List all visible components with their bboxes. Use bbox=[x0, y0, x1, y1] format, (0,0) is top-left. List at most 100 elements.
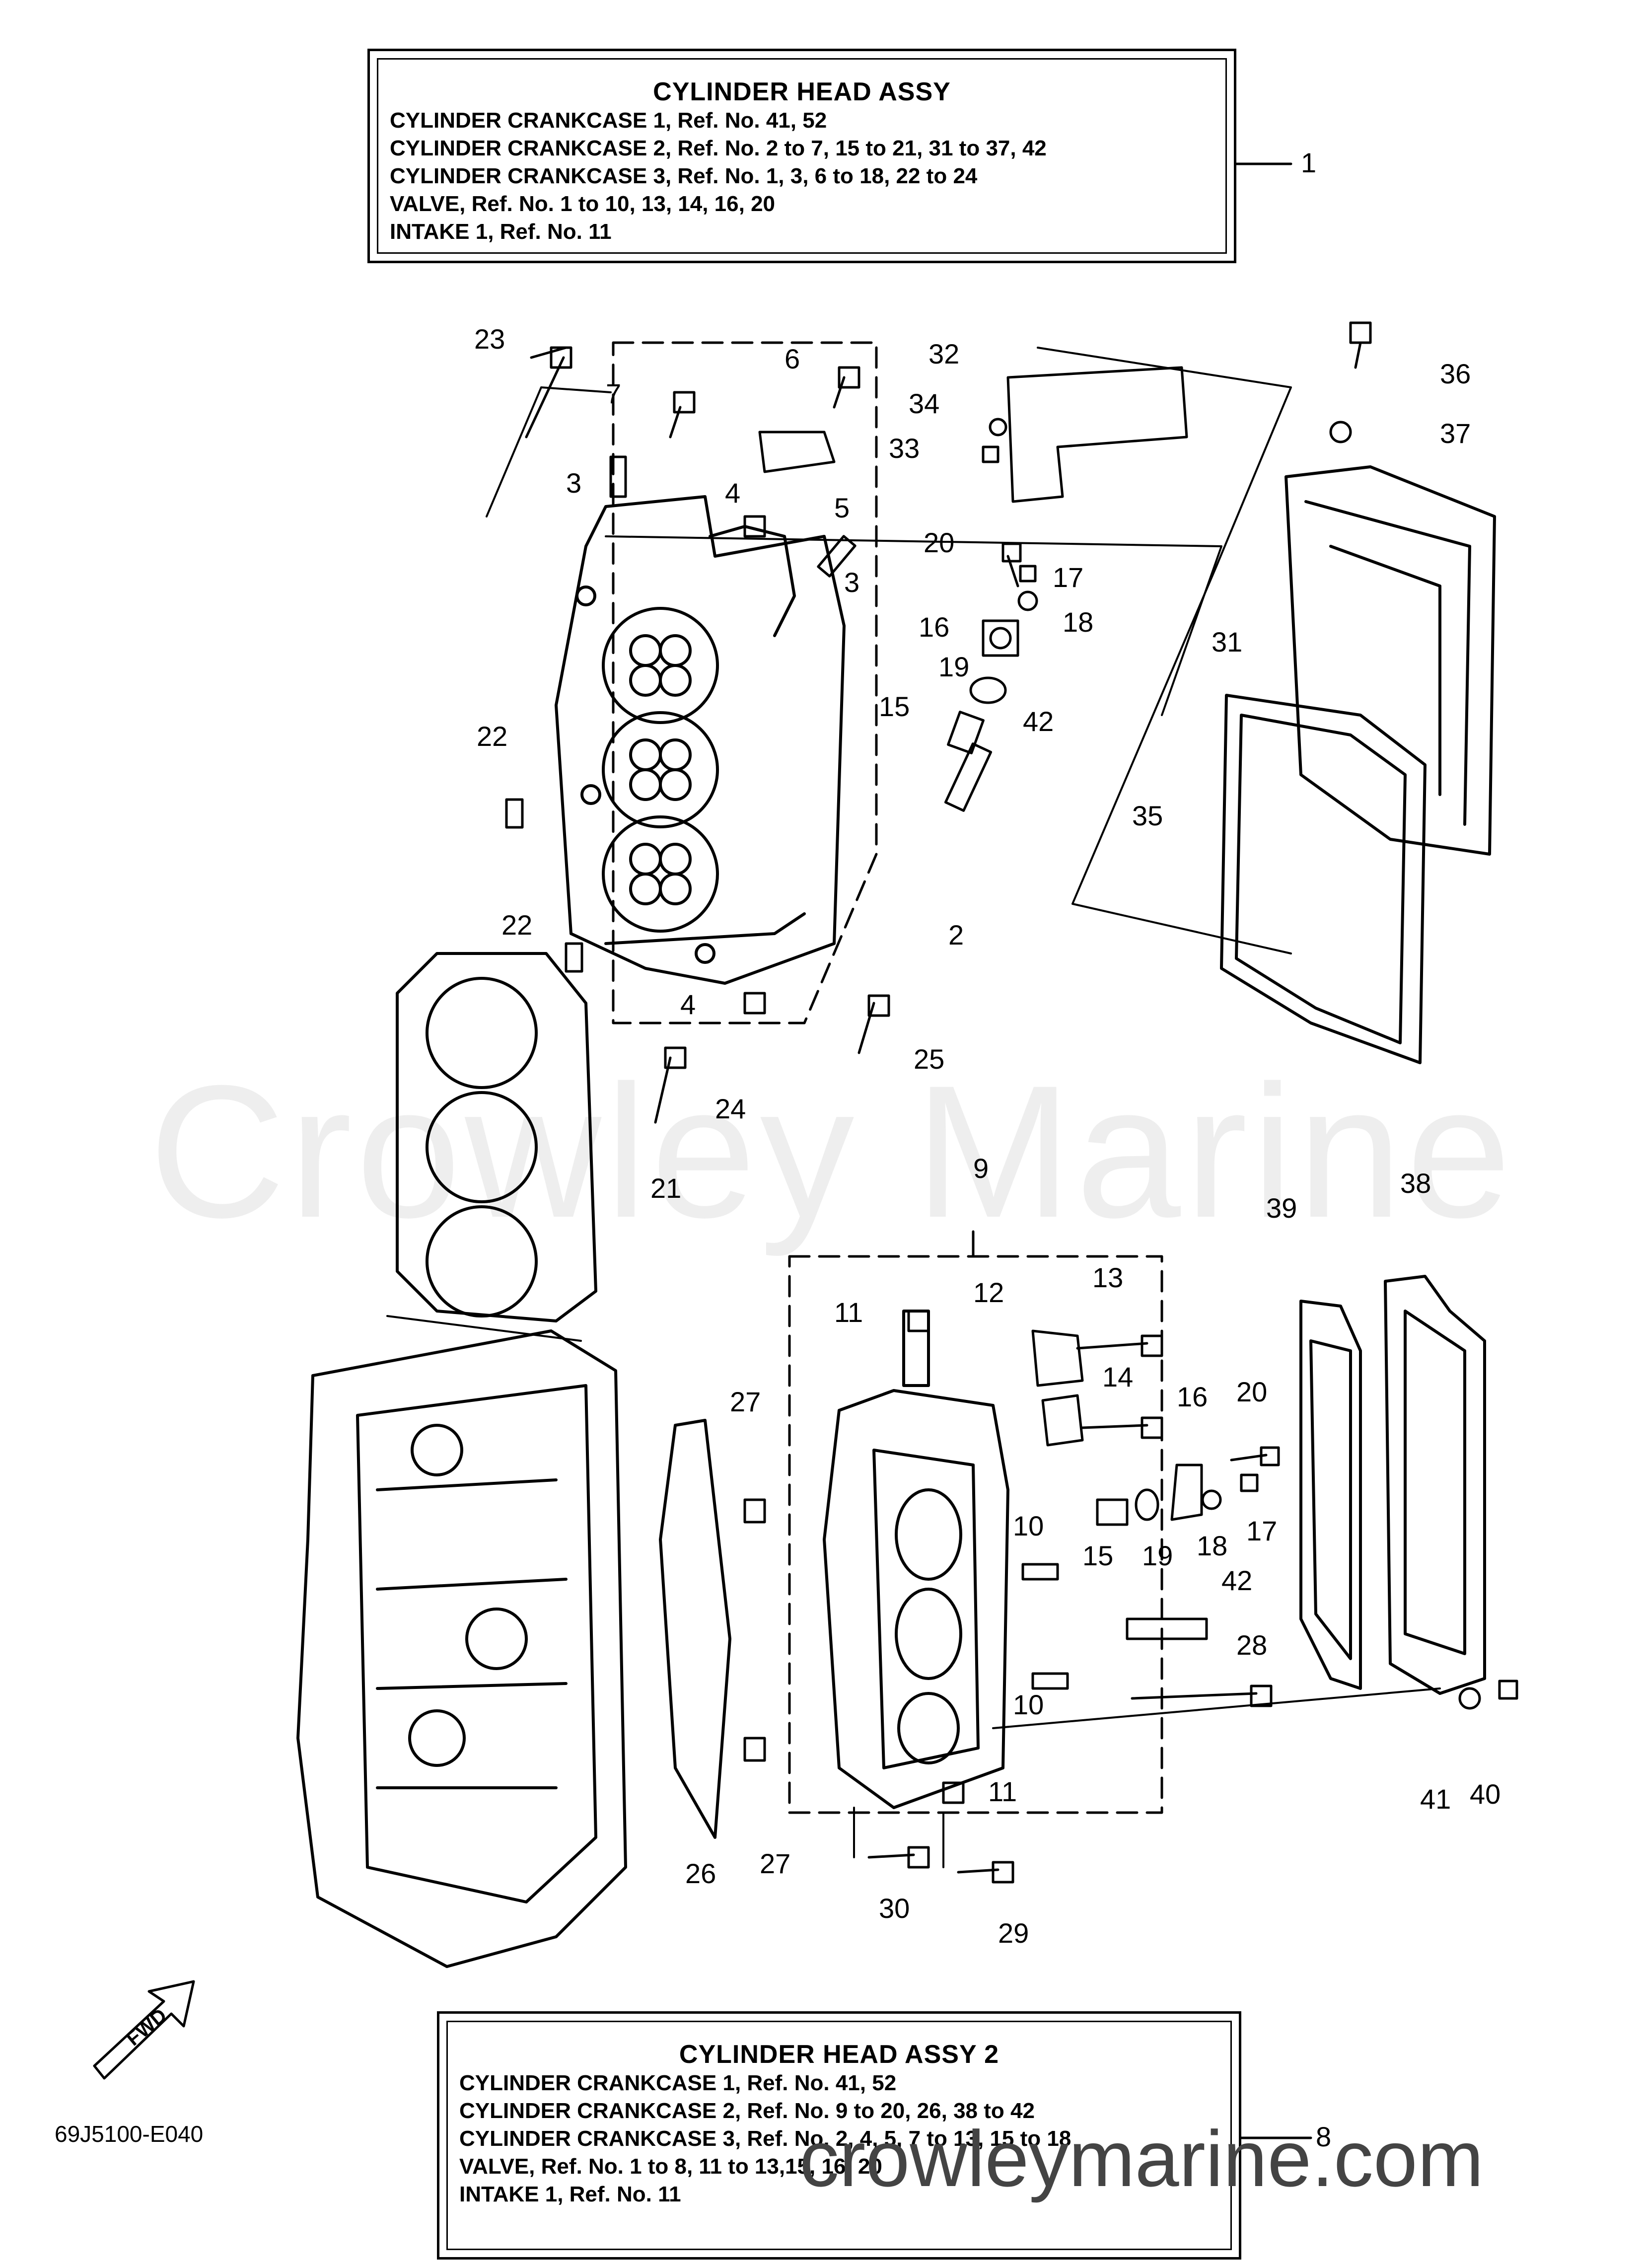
callout-21: 21 bbox=[650, 1172, 682, 1204]
washer-18a bbox=[1017, 590, 1038, 611]
upper-cylinder-head bbox=[555, 495, 846, 985]
dowel-27a bbox=[743, 1498, 766, 1524]
callout-38: 38 bbox=[1400, 1168, 1431, 1199]
callout-27: 27 bbox=[760, 1848, 791, 1879]
callout-28: 28 bbox=[1236, 1629, 1268, 1661]
callout-17: 17 bbox=[1246, 1515, 1278, 1546]
callout-6: 6 bbox=[785, 343, 800, 374]
seal-19a bbox=[969, 676, 1007, 704]
callout-31: 31 bbox=[1212, 626, 1243, 658]
callout-4: 4 bbox=[680, 989, 696, 1020]
callout-32: 32 bbox=[928, 338, 960, 369]
callout-4: 4 bbox=[725, 477, 741, 509]
callout-26: 26 bbox=[685, 1858, 716, 1889]
sensor-16b bbox=[1170, 1463, 1203, 1521]
box-title: CYLINDER HEAD ASSY 2 bbox=[679, 2040, 999, 2069]
bolt-33 bbox=[982, 445, 999, 463]
box-title: CYLINDER HEAD ASSY bbox=[653, 77, 951, 106]
callout-27: 27 bbox=[730, 1386, 761, 1417]
box-line: CYLINDER CRANKCASE 1, Ref. No. 41, 52 bbox=[459, 2071, 897, 2095]
washer-37 bbox=[1329, 421, 1352, 443]
callout-11: 11 bbox=[834, 1297, 863, 1328]
callout-36: 36 bbox=[1440, 358, 1471, 389]
bolt-23 bbox=[525, 346, 572, 439]
callout-16: 16 bbox=[919, 611, 950, 643]
callout-22: 22 bbox=[501, 909, 533, 941]
callout-3: 3 bbox=[566, 467, 582, 499]
bolt-29 bbox=[957, 1861, 1014, 1884]
plug-4b bbox=[743, 992, 766, 1015]
callout-10: 10 bbox=[1013, 1689, 1044, 1720]
callout-5: 5 bbox=[834, 492, 850, 523]
spark-plug-42b bbox=[1126, 1617, 1208, 1640]
cover-31 bbox=[1285, 465, 1496, 856]
bolt-13 bbox=[1076, 1334, 1163, 1357]
group-outline-upper bbox=[612, 341, 878, 1024]
bolt-14 bbox=[1081, 1416, 1163, 1439]
dowel-22a bbox=[505, 798, 524, 829]
bolt-7 bbox=[669, 391, 696, 439]
cam-cap-14 bbox=[1041, 1394, 1084, 1447]
bolt-20b bbox=[1230, 1446, 1280, 1466]
callout-12: 12 bbox=[973, 1277, 1004, 1308]
callout-8: 8 bbox=[1316, 2121, 1332, 2152]
callout-15: 15 bbox=[879, 691, 910, 722]
callout-18: 18 bbox=[1063, 606, 1094, 638]
plug-11a bbox=[907, 1310, 930, 1332]
callout-41: 41 bbox=[1420, 1783, 1451, 1815]
callout-22: 22 bbox=[477, 721, 508, 752]
callout-17: 17 bbox=[1053, 562, 1084, 593]
callout-2: 2 bbox=[948, 919, 964, 951]
callout-40: 40 bbox=[1470, 1778, 1501, 1810]
bolt-25 bbox=[857, 994, 890, 1054]
bolt-24 bbox=[654, 1046, 687, 1124]
sleeve-15a bbox=[947, 711, 985, 754]
bolt-17b bbox=[1240, 1473, 1259, 1492]
callout-23: 23 bbox=[474, 323, 505, 355]
callout-9: 9 bbox=[973, 1153, 989, 1184]
plug-4a bbox=[743, 515, 766, 538]
callout-19: 19 bbox=[938, 651, 970, 682]
dowel-22b bbox=[565, 942, 583, 973]
pin-10b bbox=[1031, 1672, 1069, 1690]
bolt-40 bbox=[1498, 1680, 1518, 1700]
callout-42: 42 bbox=[1221, 1565, 1253, 1596]
callout-10: 10 bbox=[1013, 1510, 1044, 1541]
lower-cylinder-head bbox=[823, 1310, 1009, 1809]
crankcase-block bbox=[296, 1329, 627, 1968]
bolt-28 bbox=[1131, 1684, 1273, 1707]
washer-34 bbox=[989, 418, 1007, 437]
box-line: CYLINDER CRANKCASE 1, Ref. No. 41, 52 bbox=[390, 108, 827, 133]
callout-13: 13 bbox=[1092, 1262, 1124, 1293]
callout-35: 35 bbox=[1132, 800, 1163, 831]
bolt-36 bbox=[1349, 321, 1372, 369]
watermark: Crowley Marine bbox=[149, 1046, 1515, 1257]
box-line: INTAKE 1, Ref. No. 11 bbox=[390, 219, 612, 244]
callout-33: 33 bbox=[889, 433, 920, 464]
gasket-39 bbox=[1299, 1300, 1362, 1690]
cylinder-head-assy-2-box: CYLINDER HEAD ASSY 2 CYLINDER CRANKCASE … bbox=[437, 2011, 1241, 2260]
gasket-35 bbox=[1220, 694, 1427, 1064]
callout-30: 30 bbox=[879, 1893, 910, 1924]
box-inner-border bbox=[446, 2021, 1232, 2250]
washer-18b bbox=[1201, 1489, 1222, 1510]
washer-41 bbox=[1458, 1687, 1481, 1710]
callout-14: 14 bbox=[1102, 1361, 1134, 1392]
dowel-27b bbox=[743, 1737, 766, 1762]
callout-11: 11 bbox=[988, 1776, 1017, 1807]
cam-cap bbox=[758, 431, 836, 473]
part-number: 69J5100-E040 bbox=[55, 2121, 204, 2147]
gasket-plate-32 bbox=[1006, 366, 1188, 503]
callout-15: 15 bbox=[1082, 1540, 1114, 1571]
gasket-26 bbox=[659, 1419, 731, 1839]
box-inner-border bbox=[377, 58, 1227, 254]
callout-42: 42 bbox=[1023, 706, 1054, 737]
box-line: VALVE, Ref. No. 1 to 8, 11 to 13,15, 16,… bbox=[459, 2154, 882, 2179]
bolt-30 bbox=[867, 1846, 930, 1869]
pin-10a bbox=[1021, 1563, 1059, 1581]
callout-18: 18 bbox=[1197, 1530, 1228, 1561]
sensor-16a bbox=[982, 619, 1019, 657]
sleeve-15b bbox=[1096, 1498, 1129, 1526]
leader-frame-31 bbox=[1037, 347, 1292, 954]
bolt-6 bbox=[833, 366, 860, 409]
